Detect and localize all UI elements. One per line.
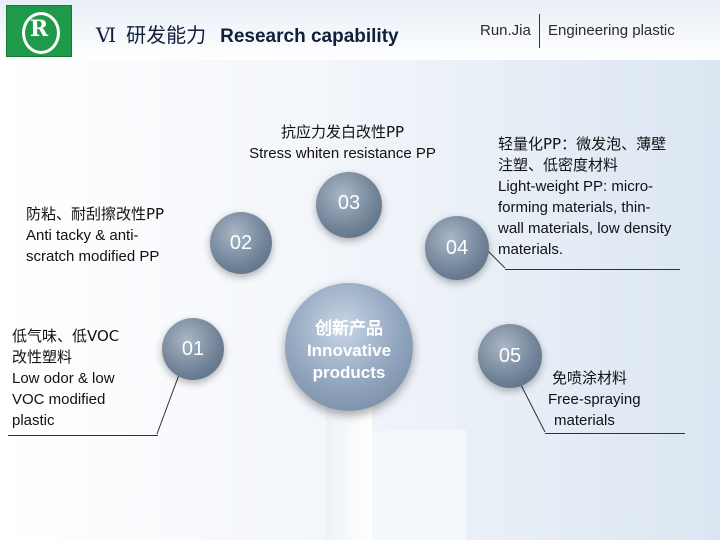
label-01-en-1: Low odor & low xyxy=(12,370,115,387)
node-05: 05 xyxy=(478,324,542,388)
label-03-en: Stress whiten resistance PP xyxy=(249,145,436,162)
center-stand xyxy=(326,405,372,540)
node-02: 02 xyxy=(210,212,272,274)
label-02-cn: 防粘、耐刮擦改性PP xyxy=(26,205,165,223)
label-01-en-2: VOC modified xyxy=(12,391,106,408)
label-04-cn-1: 轻量化PP：微发泡、薄壁 xyxy=(498,135,667,153)
label-02: 防粘、耐刮擦改性PP Anti tacky & anti- scratch mo… xyxy=(26,204,216,267)
label-05-en-1: Free-spraying xyxy=(548,391,641,408)
brand-tagline: Engineering plastic xyxy=(548,22,675,39)
label-03: 抗应力发白改性PP Stress whiten resistance PP xyxy=(210,122,475,164)
connector-01 xyxy=(156,371,181,435)
center-label: 创新产品 Innovative products xyxy=(285,318,413,384)
underline-05 xyxy=(545,433,685,434)
label-05-cn: 免喷涂材料 xyxy=(552,369,628,387)
label-04-en-3: wall materials, low density xyxy=(498,220,672,237)
brand-name: Run.Jia xyxy=(480,22,531,39)
label-01: 低气味、低VOC 改性塑料 Low odor & low VOC modifie… xyxy=(12,326,162,431)
label-04-cn-2: 注塑、低密度材料 xyxy=(498,156,619,174)
label-05: 免喷涂材料 Free-spraying materials xyxy=(548,368,708,431)
center-disc xyxy=(285,283,413,411)
label-05-en-2: materials xyxy=(554,412,615,429)
label-01-cn-2: 改性塑料 xyxy=(12,348,73,366)
underline-01 xyxy=(8,435,158,436)
label-01-cn-1: 低气味、低VOC xyxy=(12,327,120,345)
title-en: Research capability xyxy=(220,26,399,47)
node-04: 04 xyxy=(425,216,489,280)
header-bar xyxy=(0,0,720,60)
label-01-en-3: plastic xyxy=(12,412,55,429)
connector-05 xyxy=(519,382,546,433)
center-label-en-1: Innovative xyxy=(306,341,392,360)
node-01: 01 xyxy=(162,318,224,380)
node-03: 03 xyxy=(316,172,382,238)
brand-divider xyxy=(539,14,540,48)
label-04-en-4: materials. xyxy=(498,241,564,258)
page-title: Ⅵ 研发能力 Research capability xyxy=(96,19,399,48)
label-04: 轻量化PP：微发泡、薄壁 注塑、低密度材料 Light-weight PP: m… xyxy=(498,134,713,260)
logo-letter: R xyxy=(29,16,49,42)
connector-04 xyxy=(486,249,506,269)
section-number: Ⅵ xyxy=(96,23,117,47)
center-label-cn: 创新产品 xyxy=(315,319,383,339)
label-03-cn: 抗应力发白改性PP xyxy=(280,123,405,141)
title-cn: 研发能力 xyxy=(126,23,207,47)
label-04-en-1: Light-weight PP: micro- xyxy=(498,178,654,195)
label-02-en-1: Anti tacky & anti- xyxy=(26,227,139,244)
label-04-en-2: forming materials, thin- xyxy=(498,199,651,216)
label-02-en-2: scratch modified PP xyxy=(26,248,160,265)
company-logo: R xyxy=(6,5,72,57)
underline-04 xyxy=(505,269,680,270)
center-label-en-2: products xyxy=(312,363,386,382)
logo-ring xyxy=(22,12,60,54)
